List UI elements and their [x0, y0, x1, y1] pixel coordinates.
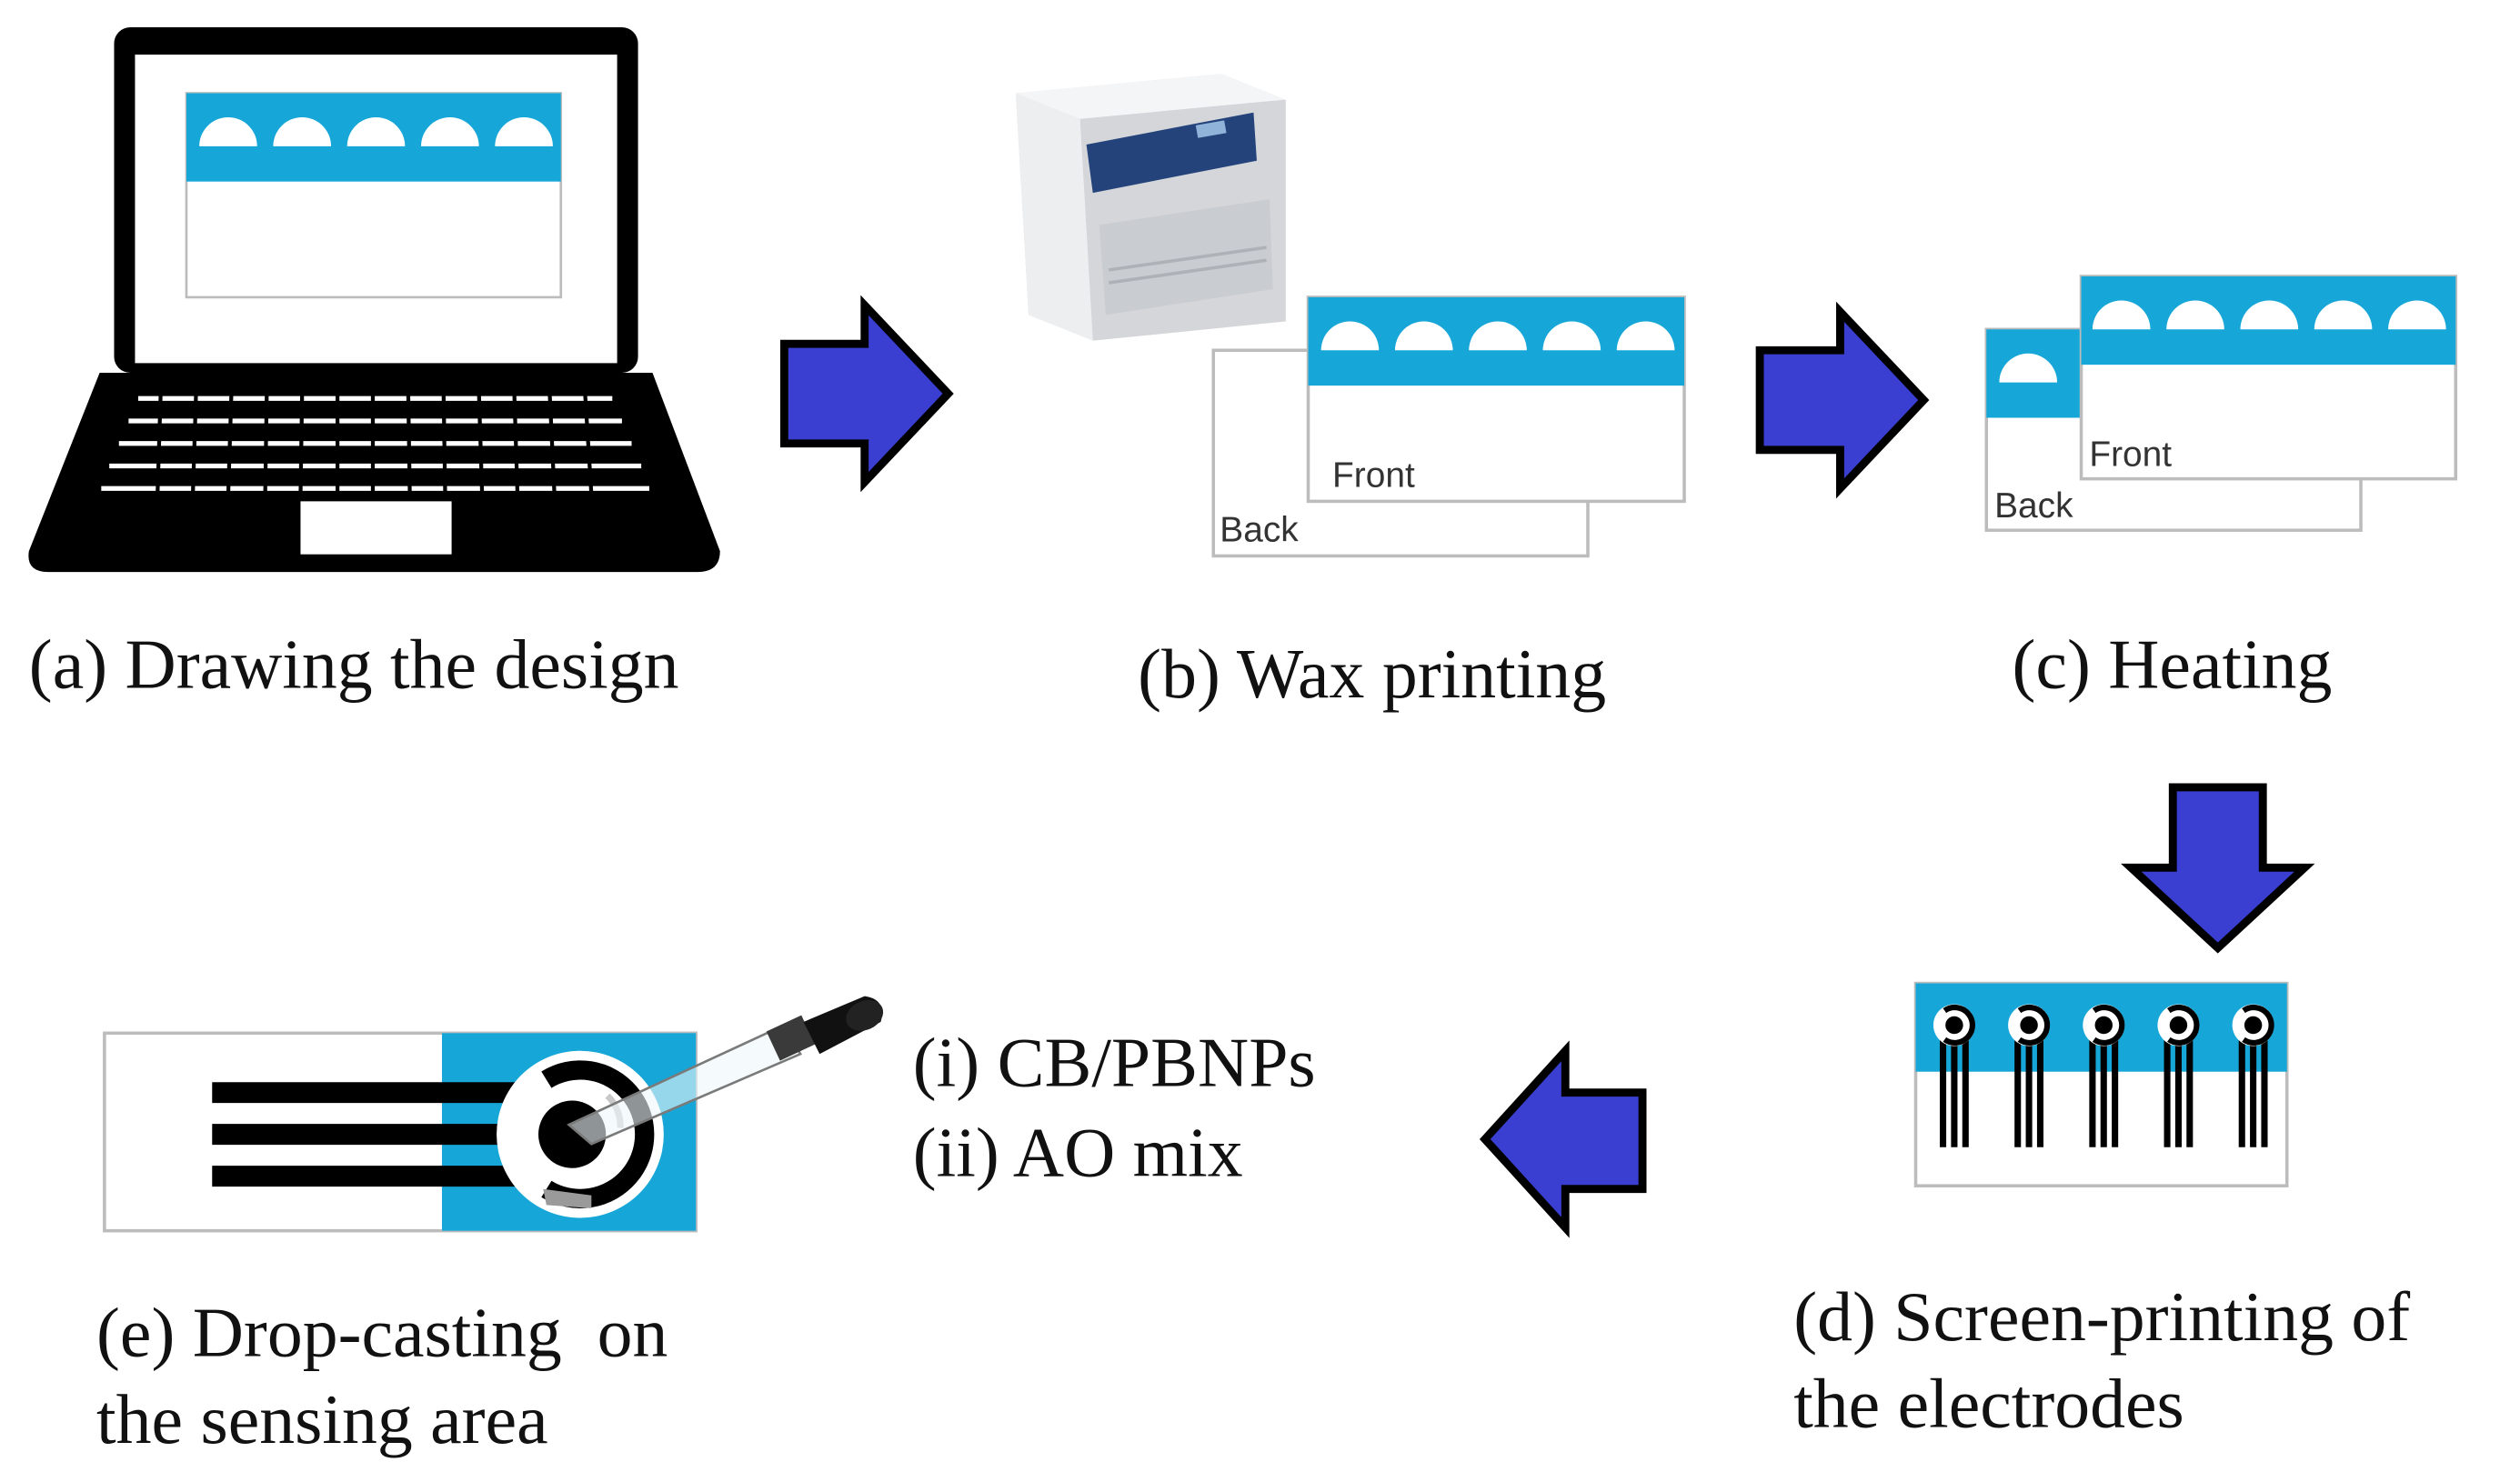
caption-step-c: (c) Heating — [2012, 625, 2333, 705]
arrow-right-2 — [1755, 301, 1930, 499]
caption-step-e-line1: (e) Drop-casting on — [96, 1293, 668, 1373]
heated-front-wells — [2092, 300, 2446, 330]
printer-icon — [1015, 74, 1286, 341]
arrow-left — [1479, 1040, 1647, 1238]
design-wells — [199, 117, 553, 146]
laptop-icon — [28, 27, 720, 573]
heated-front-label: Front — [2089, 434, 2173, 475]
heated-back-label: Back — [1994, 485, 2073, 526]
caption-step-b: (b) Wax printing — [1138, 635, 1607, 714]
caption-step-d-line1: (d) Screen-printing of — [1793, 1277, 2411, 1357]
laptop-touchpad — [300, 501, 452, 555]
front-label: Front — [1332, 455, 1415, 496]
arrow-right-1 — [779, 295, 954, 493]
reagent-line-2: (ii) AO mix — [912, 1113, 1243, 1193]
electrode-2 — [2008, 1004, 2051, 1147]
dropper-icon — [567, 996, 884, 1146]
electrode-1 — [1933, 1004, 1976, 1147]
electrode-4 — [2157, 1004, 2200, 1147]
electrode-5 — [2232, 1004, 2274, 1147]
laptop-keys — [156, 392, 594, 496]
caption-step-a: (a) Drawing the design — [28, 625, 679, 705]
caption-step-d-line2: the electrodes — [1793, 1364, 2184, 1443]
reference-electrode — [543, 1188, 592, 1208]
back-label: Back — [1220, 509, 1299, 550]
heated-sheets — [1984, 275, 2458, 532]
reagent-line-1: (i) CB/PBNPs — [912, 1023, 1316, 1103]
electrode-3 — [2083, 1004, 2125, 1147]
sensor-closeup — [103, 1031, 698, 1233]
electrode-set — [1933, 1004, 2274, 1147]
electrode-strip — [1913, 981, 2289, 1187]
arrow-down — [2121, 783, 2315, 954]
front-sheet-wells — [1320, 321, 1675, 351]
wax-print-sheets — [1211, 295, 1686, 558]
caption-step-e-line2: the sensing area — [96, 1380, 548, 1459]
